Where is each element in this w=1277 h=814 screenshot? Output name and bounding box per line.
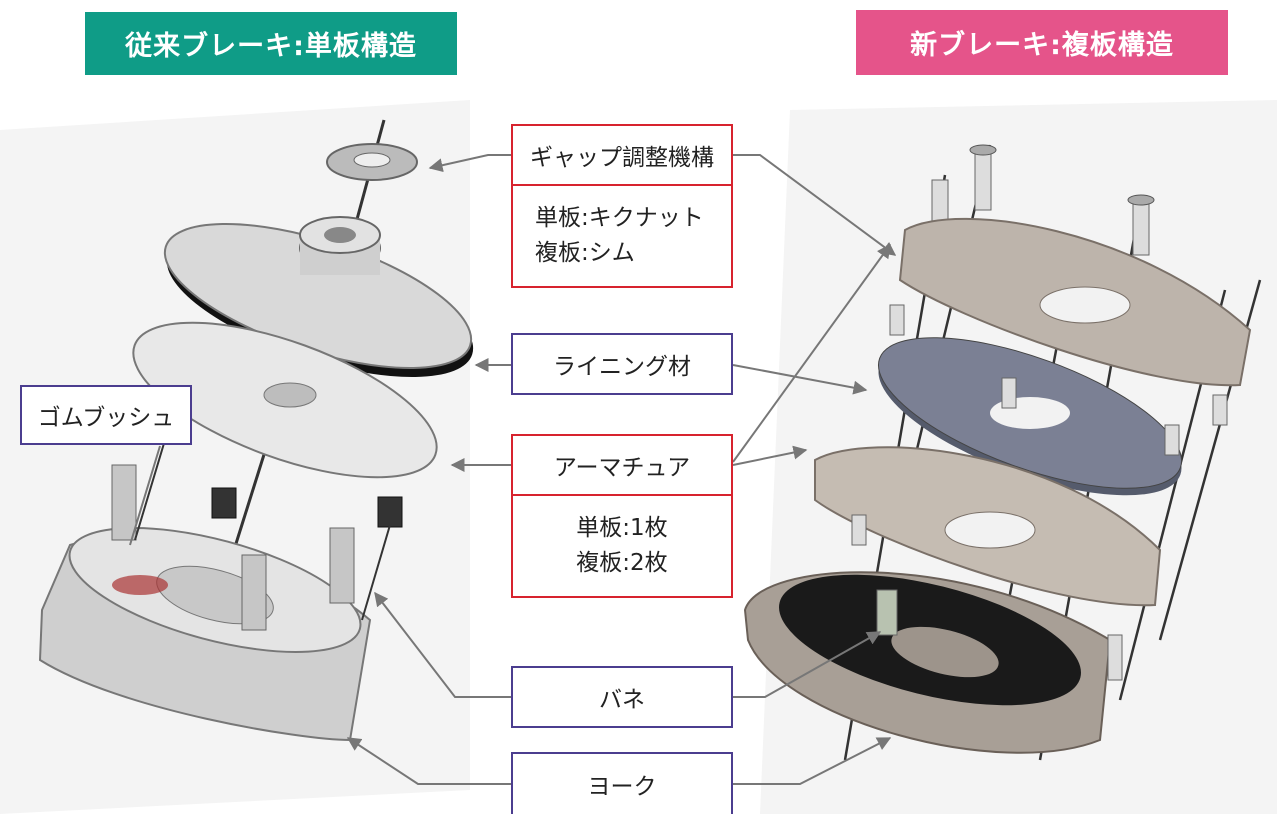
label-gap-mechanism: ギャップ調整機構 [511,124,733,186]
left-header-single-plate: 従来ブレーキ:単板構造 [85,12,457,75]
gap-detail-multi: 複板:シム [535,240,635,266]
gap-detail-single: 単板:キクナット [535,205,704,231]
right-lining-disc [877,337,1183,496]
right-screws [931,144,1155,256]
label-rubber-bush: ゴムブッシュ [20,385,192,445]
right-header-multi-plate: 新ブレーキ:複板構造 [856,10,1228,75]
left-lining-disc [163,216,474,377]
armature-detail-multi: 複板:2枚 [576,550,668,576]
right-brake-render [743,100,1277,814]
left-gap-nut [326,143,418,181]
callout-arrows [129,154,897,785]
right-armature-plate [814,446,1162,607]
armature-detail-single: 単板:1枚 [576,515,668,541]
right-yoke [743,571,1112,754]
armature-detail: 単板:1枚 複板:2枚 [511,494,733,598]
label-armature: アーマチュア [511,434,733,496]
label-spring: バネ [511,666,733,728]
left-springs [111,439,403,631]
left-brake-render [0,100,474,814]
right-shims [851,304,1228,681]
gap-mechanism-detail: 単板:キクナット 複板:シム [511,184,733,288]
label-yoke: ヨーク [511,752,733,814]
left-armature-plate [132,321,438,479]
right-top-plate [898,217,1252,387]
label-lining: ライニング材 [511,333,733,395]
